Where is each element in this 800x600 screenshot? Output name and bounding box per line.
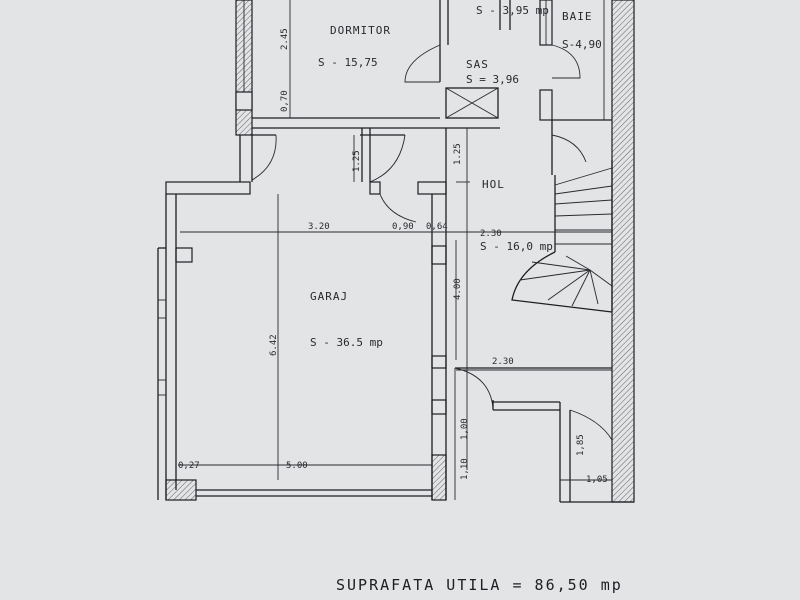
room-area-baie: S-4,90: [562, 38, 602, 51]
dim-0-64: 0,64: [426, 222, 448, 232]
room-label-garaj: GARAJ: [310, 290, 348, 303]
ventilation-shaft: [445, 87, 499, 119]
dim-1-25-left: 1.25: [352, 150, 362, 172]
dim-4-00: 4.00: [453, 278, 463, 300]
dim-2-45: 2.45: [280, 28, 290, 50]
room-area-garaj: S - 36.5 mp: [310, 336, 383, 349]
dim-0-27: 0,27: [178, 461, 200, 471]
dim-5-00: 5.00: [286, 461, 308, 471]
usable-area-total: SUPRAFATA UTILA = 86,50 mp: [336, 576, 623, 594]
garage-walls: [157, 181, 447, 501]
room-label-sas: SAS: [466, 58, 489, 71]
room-label-hol: HOL: [482, 178, 505, 191]
room-area-top-partial: S - 3,95 mp: [476, 4, 549, 17]
dim-1-00: 1,00: [460, 418, 470, 440]
dimension-lines: [178, 181, 612, 481]
lower-right-walls: [454, 367, 634, 503]
room-label-dormitor: DORMITOR: [330, 24, 391, 37]
dim-1-25-hol: 1.25: [453, 143, 463, 165]
dim-2-30-top: 2.30: [480, 229, 502, 239]
passage-walls: [239, 128, 406, 183]
dim-3-20: 3.20: [308, 222, 330, 232]
hall-walls: [445, 120, 587, 470]
staircase: [511, 160, 613, 313]
bedroom-walls: [235, 0, 500, 136]
dim-6-42: 6.42: [269, 334, 279, 356]
room-label-baie: BAIE: [562, 10, 593, 23]
dim-0-70: 0,70: [280, 90, 290, 112]
room-area-sas: S = 3,96: [466, 73, 519, 86]
dim-1-05: 1,05: [586, 475, 608, 485]
sas-door: [404, 44, 441, 83]
dim-1-85: 1,85: [576, 434, 586, 456]
dim-1-10: 1,10: [460, 458, 470, 480]
room-area-dormitor: S - 15,75: [318, 56, 378, 69]
dim-2-30-mid: 2.30: [492, 357, 514, 367]
room-area-hol: S - 16,0 mp: [480, 240, 553, 253]
dim-0-90: 0,90: [392, 222, 414, 232]
